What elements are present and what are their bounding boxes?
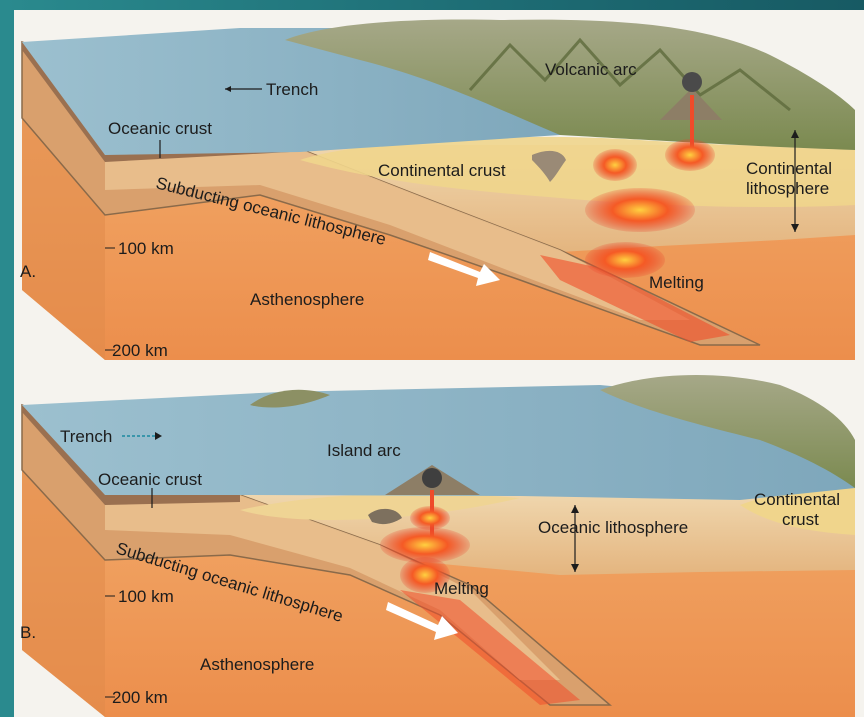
panel-a-magma-chamber-2 [593,149,637,181]
panel-b-oceanic-lithosphere-label: Oceanic lithosphere [538,518,688,537]
panel-b-eruption-cloud [422,468,442,488]
panel-b: Trench Island arc Oceanic crust Continen… [20,375,855,717]
panel-a-100km-label: 100 km [118,239,174,258]
panel-b-asthenosphere-label: Asthenosphere [200,655,314,674]
panel-b-100km-label: 100 km [118,587,174,606]
panel-a-volcanic-arc-label: Volcanic arc [545,60,637,79]
panel-a-200km-label: 200 km [112,341,168,360]
panel-a-continental-crust-label: Continental crust [378,161,506,180]
panel-a-letter: A. [20,262,36,281]
panel-a-asthenosphere-label: Asthenosphere [250,290,364,309]
panel-b-magma-chamber-1 [410,506,450,530]
panel-a-eruption-cloud [682,72,702,92]
panel-a-continental-lith-label-2: lithosphere [746,179,829,198]
panel-b-letter: B. [20,623,36,642]
panel-a-trench-label: Trench [266,80,318,99]
panel-a-magma-chamber-1 [665,139,715,171]
panel-b-200km-label: 200 km [112,688,168,707]
panel-a-continental-lith-label-1: Continental [746,159,832,178]
panel-b-melting-label: Melting [434,579,489,598]
panel-b-continental-crust-label-2: crust [782,510,819,529]
panel-b-continental-crust-label-1: Continental [754,490,840,509]
panel-a-oceanic-crust-label: Oceanic crust [108,119,212,138]
panel-a: Trench Volcanic arc Oceanic crust Contin… [20,20,855,360]
panel-b-oceanic-crust-label: Oceanic crust [98,470,202,489]
panel-a-magma-chamber-3 [585,188,695,232]
panel-a-melting-label: Melting [649,273,704,292]
panel-b-trench-label: Trench [60,427,112,446]
panel-b-island-arc-label: Island arc [327,441,401,460]
